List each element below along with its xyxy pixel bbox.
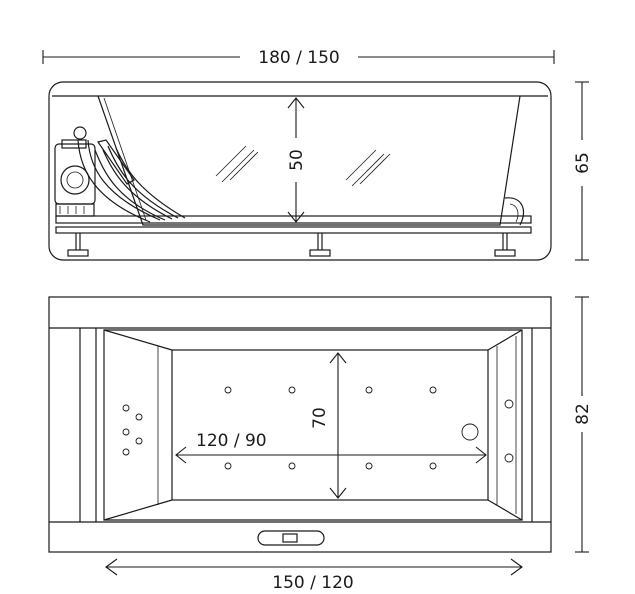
inner-width-dimension: 70 (310, 352, 347, 499)
glass-reflection-left (215, 145, 259, 183)
glass-reflection-right (345, 149, 391, 187)
inner-length-label: 120 / 90 (196, 431, 267, 451)
side-jets (504, 399, 514, 463)
plan-view: 70 120 / 90 (48, 296, 552, 553)
hoses (77, 139, 186, 223)
inner-length-dimension: 120 / 90 (175, 431, 487, 464)
inner-depth-dimension: 50 (287, 97, 307, 223)
leg-middle (309, 233, 331, 257)
overall-length-label: 180 / 150 (258, 48, 339, 68)
bottom-length-dimension: 150 / 120 (105, 558, 523, 593)
inner-width-label: 70 (310, 407, 330, 429)
bottom-length-label: 150 / 120 (272, 573, 353, 593)
leg-left (67, 233, 89, 257)
inner-depth-label: 50 (287, 149, 307, 171)
width-dimension: 82 (573, 296, 593, 553)
side-view: 50 (48, 81, 552, 261)
pump-motor (54, 126, 96, 217)
overflow-control (257, 530, 325, 546)
back-jets (122, 404, 143, 456)
width-label: 82 (573, 403, 593, 425)
total-height-dimension: 65 (573, 81, 593, 261)
total-height-label: 65 (573, 152, 593, 174)
leg-right (494, 233, 516, 257)
overall-length-dimension: 180 / 150 (42, 48, 555, 68)
drain (461, 423, 479, 441)
floor-jets (224, 386, 437, 470)
